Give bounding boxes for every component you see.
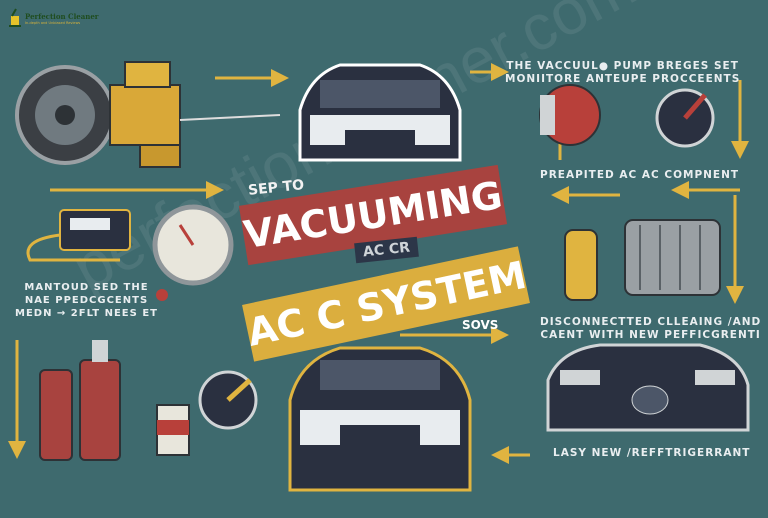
caption-mid-right: PREAPITED AC AC COMPNENT [540,169,740,181]
wheel-icon [15,65,115,165]
caption-bottom-right: LASY NEW /REFFTRIGERRANT [553,447,751,459]
manifold-device-icon [26,209,131,262]
refrigerant-cylinder-icon [564,229,598,301]
vacuum-logo-icon [9,8,21,27]
logo-tagline: In-depth and Unbiased Reviews [25,20,81,25]
ac-compressor-icon [624,219,721,296]
refrigerant-bottles-icon [39,340,121,461]
car-front-icon-bottom [288,346,472,492]
car-front-icon-top [298,63,462,162]
oil-jar-icon [156,404,190,456]
gauge-icon-top-right [655,88,715,148]
car-side-icon [546,343,750,432]
red-pump-icon [539,84,601,146]
title-suffix: SOVS [462,318,499,332]
logo-name: Perfection Cleaner [25,11,99,21]
gauge-icon-bottom [198,370,258,430]
vacuum-pump-icon [109,61,281,168]
pressure-gauge-icon [152,204,234,301]
